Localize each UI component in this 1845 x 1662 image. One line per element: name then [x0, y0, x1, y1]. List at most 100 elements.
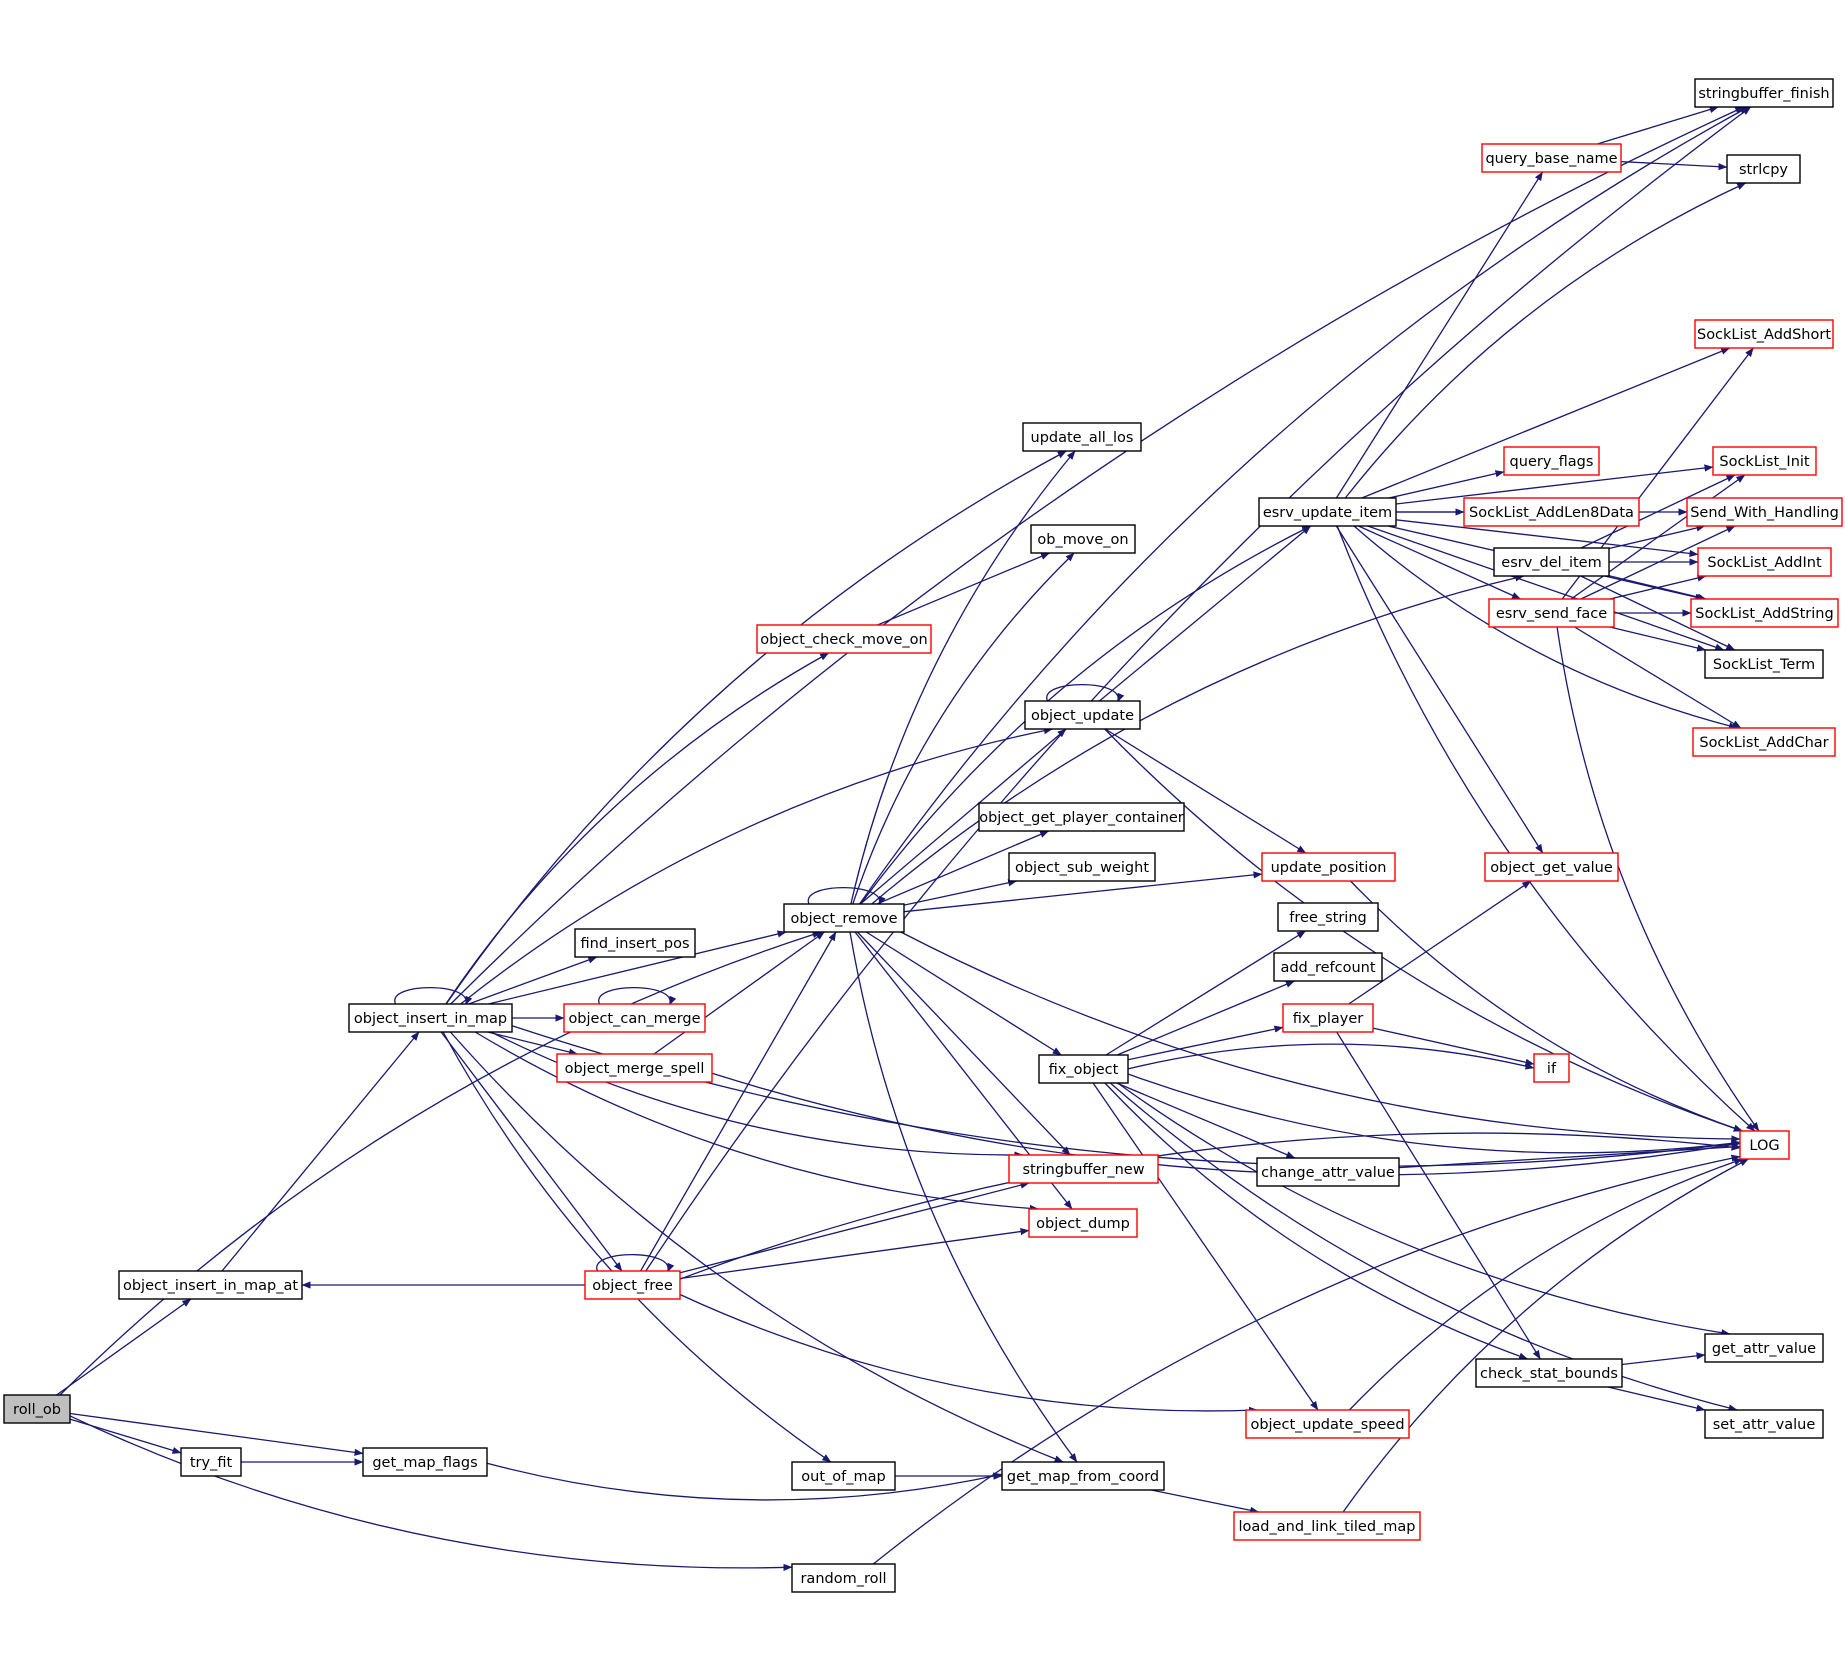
edge-object-remove-to-object-get-player-container [876, 830, 1050, 905]
node-get-map-from-coord[interactable]: get_map_from_coord [1001, 1461, 1165, 1491]
node-label: object_update [1031, 708, 1134, 724]
node-socklist-addint[interactable]: SockList_AddInt [1697, 547, 1832, 577]
node-label: out_of_map [801, 1469, 885, 1485]
edge-object-remove-to-stringbuffer-new [856, 931, 1071, 1156]
node-socklist-init[interactable]: SockList_Init [1712, 446, 1817, 476]
node-box [978, 802, 1185, 832]
node-box [1463, 497, 1640, 527]
node-esrv-update-item[interactable]: esrv_update_item [1258, 497, 1397, 527]
node-object-update[interactable]: object_update [1024, 700, 1141, 730]
node-esrv-del-item[interactable]: esrv_del_item [1493, 547, 1610, 577]
node-stringbuffer-new[interactable]: stringbuffer_new [1008, 1154, 1159, 1184]
node-send-with-handling[interactable]: Send_With_Handling [1686, 497, 1843, 527]
edge-get-map-from-coord-to-load-and-link-tiled-map [1151, 1489, 1260, 1514]
node-socklist-addlen8data[interactable]: SockList_AddLen8Data [1463, 497, 1640, 527]
node-log[interactable]: LOG [1739, 1130, 1790, 1160]
node-load-and-link-tiled-map[interactable]: load_and_link_tiled_map [1233, 1511, 1421, 1541]
node-get-attr-value[interactable]: get_attr_value [1704, 1333, 1824, 1363]
node-label: get_attr_value [1712, 1341, 1816, 1357]
node-get-map-flags[interactable]: get_map_flags [362, 1447, 488, 1477]
node-object-remove[interactable]: object_remove [783, 903, 905, 933]
node-label: update_all_los [1031, 430, 1134, 446]
edge-roll-ob-to-object-remove [59, 931, 822, 1396]
edge-esrv-send-face-to-socklist-addint [1609, 574, 1707, 600]
node-add-refcount[interactable]: add_refcount [1273, 952, 1383, 982]
node-label: SockList_AddLen8Data [1469, 505, 1634, 521]
node-label: esrv_update_item [1263, 505, 1392, 521]
node-change-attr-value[interactable]: change_attr_value [1256, 1157, 1400, 1187]
node-label: random_roll [800, 1571, 886, 1587]
node-socklist-addchar[interactable]: SockList_AddChar [1692, 727, 1836, 757]
node-fix-player[interactable]: fix_player [1282, 1003, 1374, 1033]
node-label: fix_player [1293, 1011, 1364, 1027]
node-box [1739, 1130, 1790, 1160]
node-object-can-merge[interactable]: object_can_merge [563, 1003, 706, 1033]
node-label: add_refcount [1280, 960, 1375, 976]
node-box [3, 1394, 71, 1424]
node-box [556, 1053, 713, 1083]
edge-object-insert-in-map-to-object-dump [474, 1031, 1039, 1213]
node-object-update-speed[interactable]: object_update_speed [1245, 1409, 1410, 1439]
node-find-insert-pos[interactable]: find_insert_pos [574, 928, 696, 958]
node-label: set_attr_value [1713, 1417, 1816, 1433]
node-check-stat-bounds[interactable]: check_stat_bounds [1475, 1358, 1623, 1388]
node-label: esrv_del_item [1501, 555, 1601, 571]
node-update-all-los[interactable]: update_all_los [1022, 422, 1142, 452]
node-box [1022, 422, 1142, 452]
node-label: SockList_Init [1719, 454, 1810, 470]
node-box [563, 1003, 706, 1033]
node-query-flags[interactable]: query_flags [1503, 446, 1600, 476]
node-strlcpy[interactable]: strlcpy [1726, 154, 1801, 184]
edge-object-remove-to-fix-object [865, 931, 1062, 1056]
node-roll-ob[interactable]: roll_ob [3, 1394, 71, 1424]
node-label: find_insert_pos [581, 936, 690, 952]
node-stringbuffer-finish[interactable]: stringbuffer_finish [1694, 78, 1834, 108]
node-box [1704, 1333, 1824, 1363]
node-free-string[interactable]: free_string [1277, 902, 1379, 932]
node-socklist-term[interactable]: SockList_Term [1704, 649, 1824, 679]
node-object-get-value[interactable]: object_get_value [1484, 852, 1619, 882]
node-update-position[interactable]: update_position [1261, 852, 1396, 882]
node-label: SockList_AddInt [1707, 555, 1822, 571]
node-object-insert-in-map-at[interactable]: object_insert_in_map_at [118, 1270, 303, 1300]
node-socklist-addshort[interactable]: SockList_AddShort [1694, 319, 1834, 349]
node-box [791, 1461, 896, 1491]
node-esrv-send-face[interactable]: esrv_send_face [1488, 598, 1615, 628]
edge-object-insert-in-map-to-object-free [440, 1031, 623, 1272]
node-object-merge-spell[interactable]: object_merge_spell [556, 1053, 713, 1083]
node-if[interactable]: if [1533, 1053, 1570, 1083]
edge-esrv-update-item-to-socklist-addint [1395, 519, 1699, 558]
edge-object-free-to-log [679, 1132, 1741, 1280]
node-label: query_flags [1510, 454, 1594, 470]
edge-object-insert-in-map-to-find-insert-pos [468, 956, 598, 1005]
node-object-dump[interactable]: object_dump [1028, 1208, 1138, 1238]
node-object-insert-in-map[interactable]: object_insert_in_map [348, 1003, 513, 1033]
node-out-of-map[interactable]: out_of_map [791, 1461, 896, 1491]
edge-check-stat-bounds-to-set-attr-value [1607, 1386, 1706, 1412]
node-box [1024, 700, 1141, 730]
edge-query-base-name-to-strlcpy [1620, 160, 1728, 171]
node-box [1282, 1003, 1374, 1033]
node-box [1245, 1409, 1410, 1439]
node-object-get-player-container[interactable]: object_get_player_container [978, 802, 1185, 832]
node-fix-object[interactable]: fix_object [1038, 1054, 1129, 1084]
node-box [1233, 1511, 1421, 1541]
edge-object-remove-to-update-all-los [850, 450, 1076, 905]
edge-esrv-send-face-to-send-with-handling [1580, 525, 1736, 600]
edge-esrv-update-item-to-socklist-term [1367, 525, 1725, 651]
node-set-attr-value[interactable]: set_attr_value [1704, 1409, 1824, 1439]
node-object-check-move-on[interactable]: object_check_move_on [756, 624, 932, 654]
node-box [756, 624, 932, 654]
edge-object-free-to-stringbuffer-finish [645, 106, 1752, 1272]
node-random-roll[interactable]: random_roll [791, 1563, 896, 1593]
node-ob-move-on[interactable]: ob_move_on [1030, 524, 1136, 554]
node-object-sub-weight[interactable]: object_sub_weight [1008, 852, 1156, 882]
edge-object-remove-to-get-map-from-coord [849, 931, 1078, 1463]
edge-object-remove-to-object-update [859, 728, 1067, 905]
edge-object-update-speed-to-log [1348, 1158, 1744, 1411]
node-socklist-addstring[interactable]: SockList_AddString [1690, 598, 1839, 628]
edge-object-insert-in-map-to-stringbuffer-finish [450, 106, 1745, 1005]
node-query-base-name[interactable]: query_base_name [1481, 143, 1622, 173]
node-try-fit[interactable]: try_fit [180, 1447, 242, 1477]
node-object-free[interactable]: object_free [584, 1270, 681, 1300]
